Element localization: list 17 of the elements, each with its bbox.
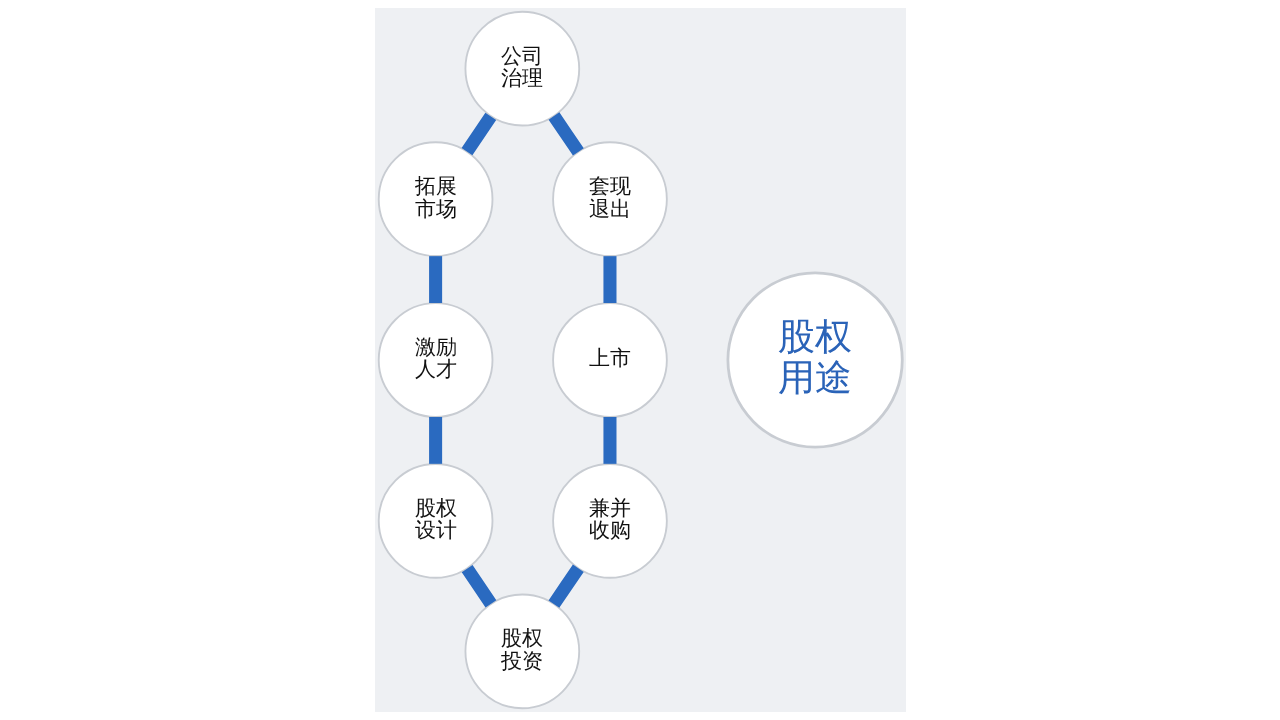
connector (548, 564, 584, 608)
connector (461, 564, 496, 608)
node-circle: 套现退出 (551, 141, 668, 257)
node-circle: 股权投资 (464, 593, 580, 710)
connector (548, 112, 584, 156)
node-circle: 股权用途 (726, 271, 904, 449)
node-circle: 上市 (551, 302, 668, 418)
node-circle: 激励人才 (377, 302, 493, 418)
node-circle: 股权设计 (377, 463, 493, 579)
connector (602, 417, 616, 464)
connector (602, 256, 616, 303)
connector (428, 417, 442, 464)
connector (461, 112, 496, 156)
node-circle: 兼并收购 (551, 463, 668, 579)
node-circle: 拓展市场 (377, 141, 493, 257)
connector (428, 256, 442, 303)
node-circle: 公司治理 (464, 10, 580, 127)
